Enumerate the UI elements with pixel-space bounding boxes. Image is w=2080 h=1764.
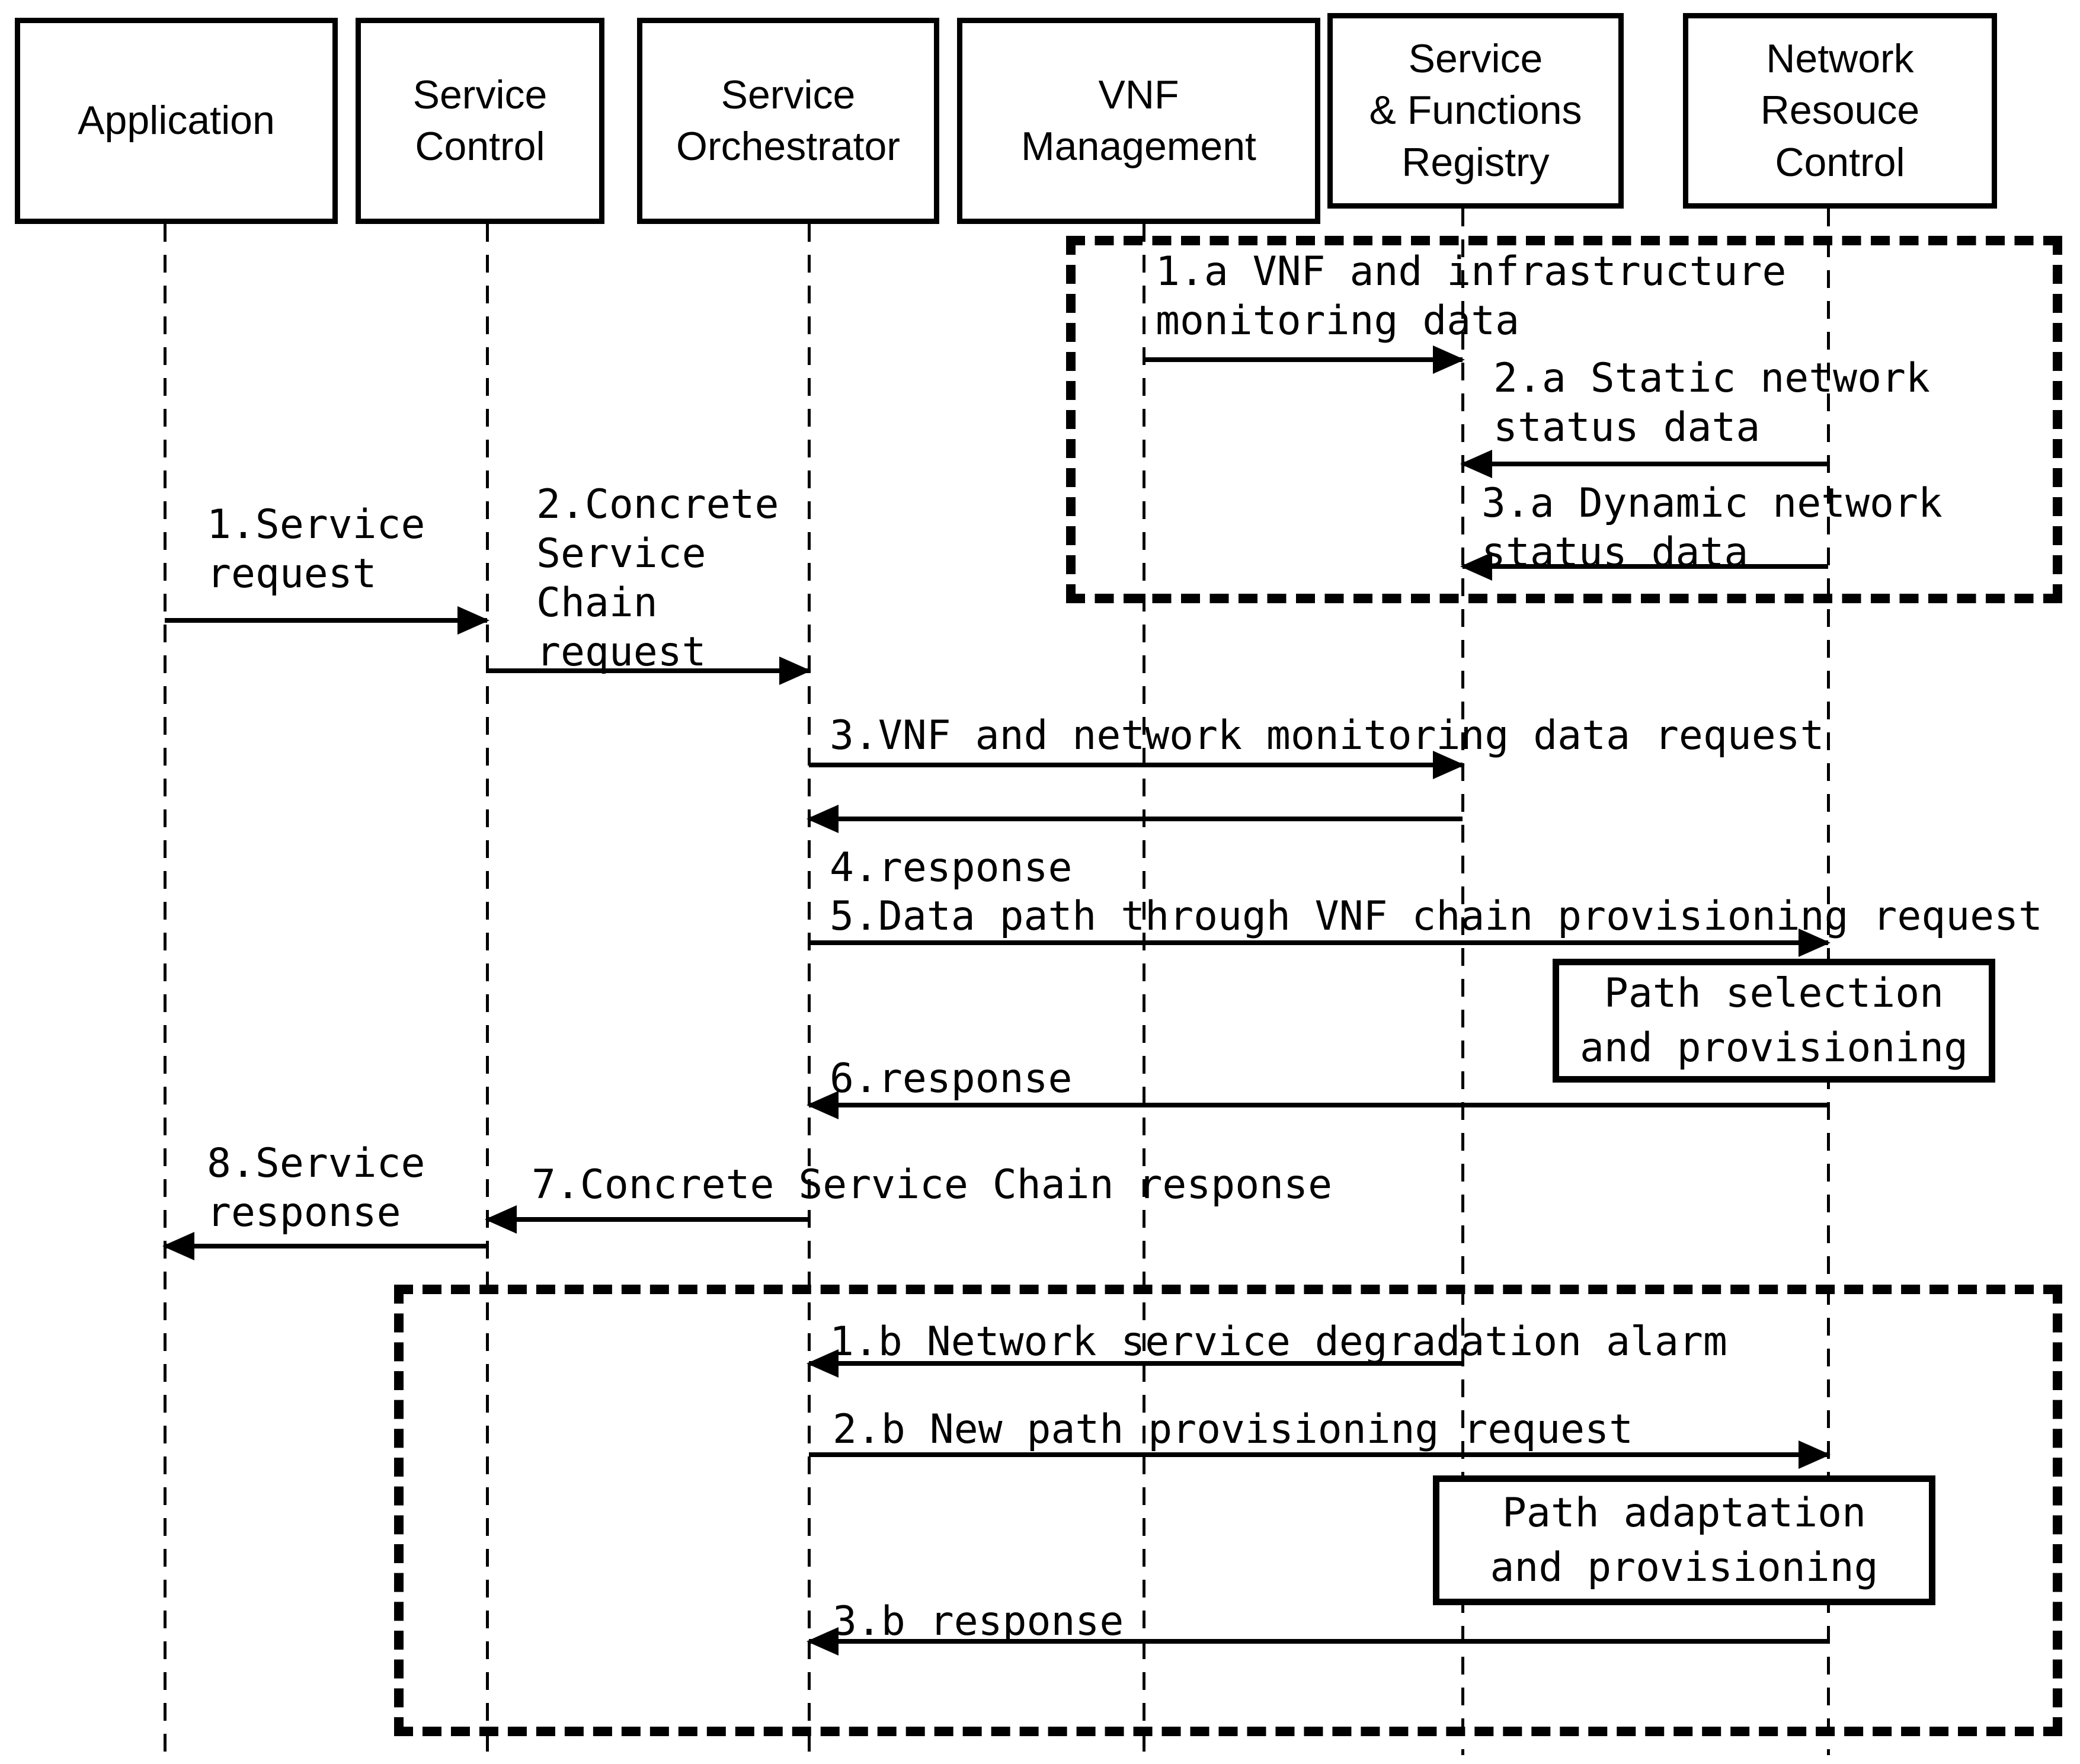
lifeline-application bbox=[164, 224, 167, 1755]
msg-1b-label: 1.b Network service degradation alarm bbox=[830, 1318, 1727, 1365]
actor-service-control: Service Control bbox=[356, 18, 604, 224]
arrow-3a bbox=[1463, 564, 1828, 569]
msg-1a-label: 1.a VNF and infrastructure monitoring da… bbox=[1156, 248, 1787, 344]
actor-vnf-management: VNF Management bbox=[957, 18, 1320, 224]
arrow-1a bbox=[1144, 357, 1463, 362]
msg-2-label: 2.Concrete Service Chain request bbox=[536, 481, 779, 675]
lifeline-vnf-management bbox=[1143, 224, 1145, 1755]
msg-6-label: 6.response bbox=[830, 1055, 1073, 1102]
note-text: Path selection and provisioning bbox=[1579, 969, 1969, 1071]
lifeline-service-orchestrator bbox=[808, 224, 811, 1755]
arrow-2 bbox=[487, 668, 809, 673]
msg-7-label: 7.Concrete Service Chain response bbox=[532, 1161, 1333, 1208]
actor-label: VNF Management bbox=[1021, 72, 1256, 169]
actor-functions-registry: Service & Functions Registry bbox=[1327, 13, 1624, 209]
msg-3b-label: 3.b response bbox=[833, 1598, 1124, 1645]
arrow-1b bbox=[809, 1361, 1463, 1366]
note-text: Path adaptation and provisioning bbox=[1490, 1489, 1879, 1591]
arrow-3 bbox=[809, 763, 1463, 767]
msg-3-label: 3.VNF and network monitoring data reques… bbox=[830, 712, 1825, 759]
actor-application: Application bbox=[15, 18, 338, 224]
group-monitoring-data-collection bbox=[1066, 236, 2062, 603]
actor-label: Application bbox=[78, 98, 275, 143]
arrow-1 bbox=[165, 618, 487, 623]
msg-3a-label: 3.a Dynamic network status data bbox=[1481, 480, 1943, 576]
arrow-4 bbox=[809, 817, 1463, 821]
lifeline-functions-registry bbox=[1461, 209, 1464, 1755]
actor-service-orchestrator: Service Orchestrator bbox=[637, 18, 939, 224]
msg-8-label: 8.Service response bbox=[207, 1140, 425, 1236]
msg-5-label: 5.Data path through VNF chain provisioni… bbox=[830, 893, 2043, 940]
actor-label: Service Control bbox=[412, 72, 548, 169]
msg-4-label: 4.response bbox=[830, 844, 1073, 891]
arrow-2b bbox=[809, 1452, 1828, 1457]
note-path-selection: Path selection and provisioning bbox=[1553, 959, 1995, 1083]
arrow-8 bbox=[165, 1244, 487, 1248]
lifeline-service-control bbox=[486, 224, 489, 1755]
msg-2b-label: 2.b New path provisioning request bbox=[833, 1406, 1634, 1453]
msg-1-label: 1.Service request bbox=[207, 501, 425, 597]
arrow-5 bbox=[809, 940, 1828, 945]
actor-label: Service & Functions Registry bbox=[1369, 36, 1582, 185]
arrow-6 bbox=[809, 1103, 1828, 1107]
arrow-2a bbox=[1463, 462, 1828, 466]
actor-label: Network Resouce Control bbox=[1760, 36, 1920, 185]
actor-label: Service Orchestrator bbox=[676, 72, 900, 169]
actor-network-resource: Network Resouce Control bbox=[1683, 13, 1997, 209]
group-path-adaptation-loop bbox=[394, 1285, 2062, 1736]
msg-2a-label: 2.a Static network status data bbox=[1493, 355, 1930, 451]
arrow-7 bbox=[487, 1217, 809, 1222]
note-path-adaptation: Path adaptation and provisioning bbox=[1433, 1475, 1935, 1605]
arrow-3b bbox=[809, 1639, 1828, 1644]
